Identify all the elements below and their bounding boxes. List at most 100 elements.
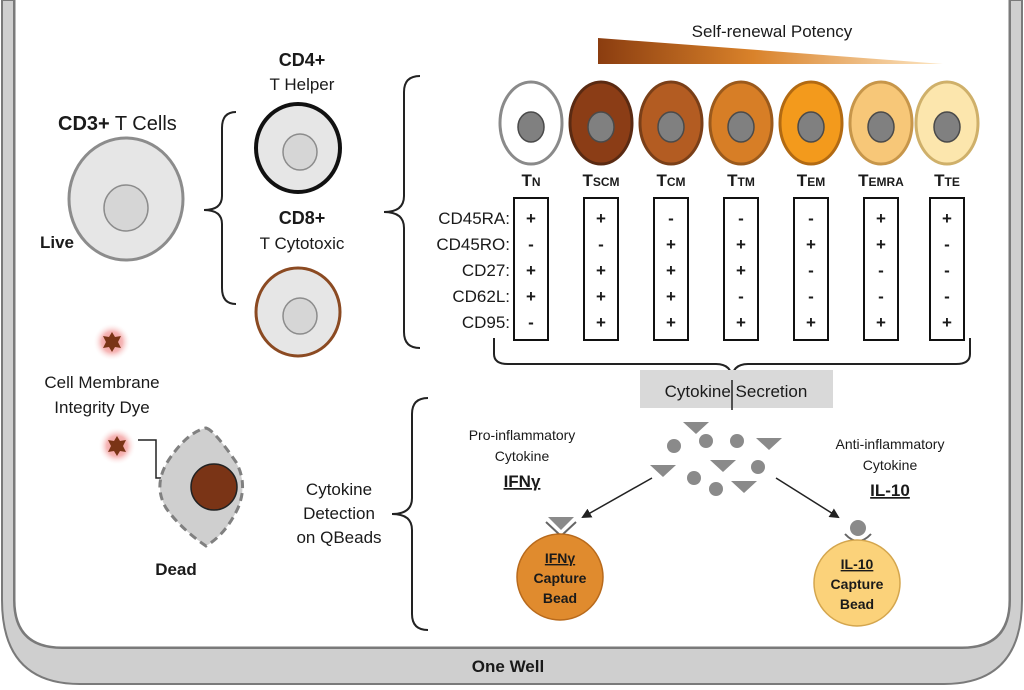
subset-label-main: T	[797, 171, 808, 190]
marker-column-box	[723, 197, 759, 341]
marker-value: -	[808, 209, 814, 228]
ifn-bead-name: IFNγ	[545, 550, 576, 566]
ifn-bound-molecule	[548, 517, 574, 530]
subset-nucleus	[727, 111, 755, 143]
subset-te: TTE+---+	[914, 80, 980, 341]
anti-line1: Anti-inflammatory	[836, 436, 945, 452]
cd4-subtitle: T Helper	[270, 75, 335, 94]
subset-label-sub: EMRA	[869, 175, 905, 189]
marker-value: -	[944, 235, 950, 254]
cd3-nucleus	[103, 184, 149, 232]
subset-layer: TN+-++-TSCM+-+++TCM-++++TTM-++-+TEM-+--+…	[498, 80, 980, 341]
subset-emra: TEMRA++--+	[848, 80, 914, 341]
ifn-molecule	[710, 460, 736, 472]
marker-value: +	[876, 235, 886, 254]
detection-line3: on QBeads	[296, 528, 381, 547]
marker-value: +	[736, 313, 746, 332]
marker-label: CD45RA:	[438, 209, 510, 228]
marker-value: -	[944, 261, 950, 280]
ifn-molecule	[756, 438, 782, 450]
dye-label-line2: Integrity Dye	[54, 398, 149, 417]
dye-star-bottom	[108, 436, 126, 456]
marker-value: -	[808, 261, 814, 280]
cd8-subtitle: T Cytotoxic	[260, 234, 345, 253]
cd4-nucleus	[282, 133, 318, 171]
subset-label: TN	[521, 171, 540, 190]
marker-value: -	[808, 287, 814, 306]
subset-label-main: T	[858, 171, 869, 190]
marker-value: -	[878, 261, 884, 280]
subset-label: TTE	[934, 171, 960, 190]
marker-value: +	[736, 235, 746, 254]
marker-value: -	[598, 235, 604, 254]
subset-label: TEM	[797, 171, 825, 190]
subset-label-main: T	[934, 171, 945, 190]
marker-column-box	[929, 197, 965, 341]
marker-column-box	[863, 197, 899, 341]
anti-line2: Cytokine	[863, 457, 918, 473]
il10-bead-line2: Capture	[831, 576, 884, 592]
cd3-title-bold: CD3+	[58, 113, 110, 135]
subset-nucleus	[867, 111, 895, 143]
bracket-subsets	[383, 75, 421, 349]
cd4-title: CD4+	[279, 50, 326, 70]
subset-label-sub: SCM	[593, 175, 620, 189]
potency-gradient-wedge	[598, 38, 943, 64]
marker-value: +	[596, 261, 606, 280]
il10-capture-bead	[813, 539, 901, 627]
marker-label: CD95:	[462, 313, 510, 332]
subset-label-main: T	[727, 171, 738, 190]
arrow-to-ifn-bead	[581, 477, 653, 518]
pro-name: IFNγ	[504, 472, 541, 491]
marker-value: -	[738, 287, 744, 306]
marker-value: -	[528, 235, 534, 254]
dye-star-top	[103, 332, 121, 352]
subset-label-sub: CM	[667, 175, 686, 189]
subset-label: TTM	[727, 171, 755, 190]
subset-label-sub: EM	[807, 175, 825, 189]
marker-value: -	[878, 287, 884, 306]
marker-labels: CD45RA: CD45RO: CD27: CD62L: CD95:	[436, 209, 510, 332]
marker-value: +	[666, 313, 676, 332]
subset-label-sub: TM	[738, 175, 755, 189]
marker-column-box	[513, 197, 549, 341]
il10-molecule	[699, 434, 713, 448]
subset-label: TEMRA	[858, 171, 904, 190]
cytokine-molecules	[650, 422, 782, 496]
il10-molecule	[667, 439, 681, 453]
pro-line1: Pro-inflammatory	[469, 427, 576, 443]
marker-value: +	[666, 261, 676, 280]
il10-bound-molecule	[850, 520, 866, 536]
marker-value: +	[806, 313, 816, 332]
subset-label: TCM	[656, 171, 685, 190]
subset-label-sub: TE	[945, 175, 960, 189]
subset-nucleus	[587, 111, 615, 143]
marker-column-box	[583, 197, 619, 341]
marker-value: -	[944, 287, 950, 306]
marker-value: +	[876, 209, 886, 228]
subset-label-main: T	[656, 171, 667, 190]
marker-value: +	[736, 261, 746, 280]
detection-line1: Cytokine	[306, 480, 372, 499]
cytokine-secretion-label: Cytokine Secretion	[665, 382, 808, 401]
bracket-cd4-cd8	[203, 111, 237, 305]
marker-label: CD27:	[462, 261, 510, 280]
cd3-title: CD3+ T Cells	[58, 113, 177, 135]
pro-line2: Cytokine	[495, 448, 550, 464]
ifn-molecule	[683, 422, 709, 434]
marker-value: +	[596, 313, 606, 332]
arrow-to-il10-bead	[775, 477, 840, 519]
ifn-molecule	[650, 465, 676, 477]
ifn-bead-line2: Capture	[534, 570, 587, 586]
il10-bead-line3: Bead	[840, 596, 874, 612]
cd8-nucleus	[282, 297, 318, 335]
marker-value: +	[596, 287, 606, 306]
subset-label-main: T	[582, 171, 593, 190]
bracket-detection	[391, 397, 429, 631]
marker-value: -	[528, 313, 534, 332]
il10-molecule	[730, 434, 744, 448]
ifn-bead-line3: Bead	[543, 590, 577, 606]
